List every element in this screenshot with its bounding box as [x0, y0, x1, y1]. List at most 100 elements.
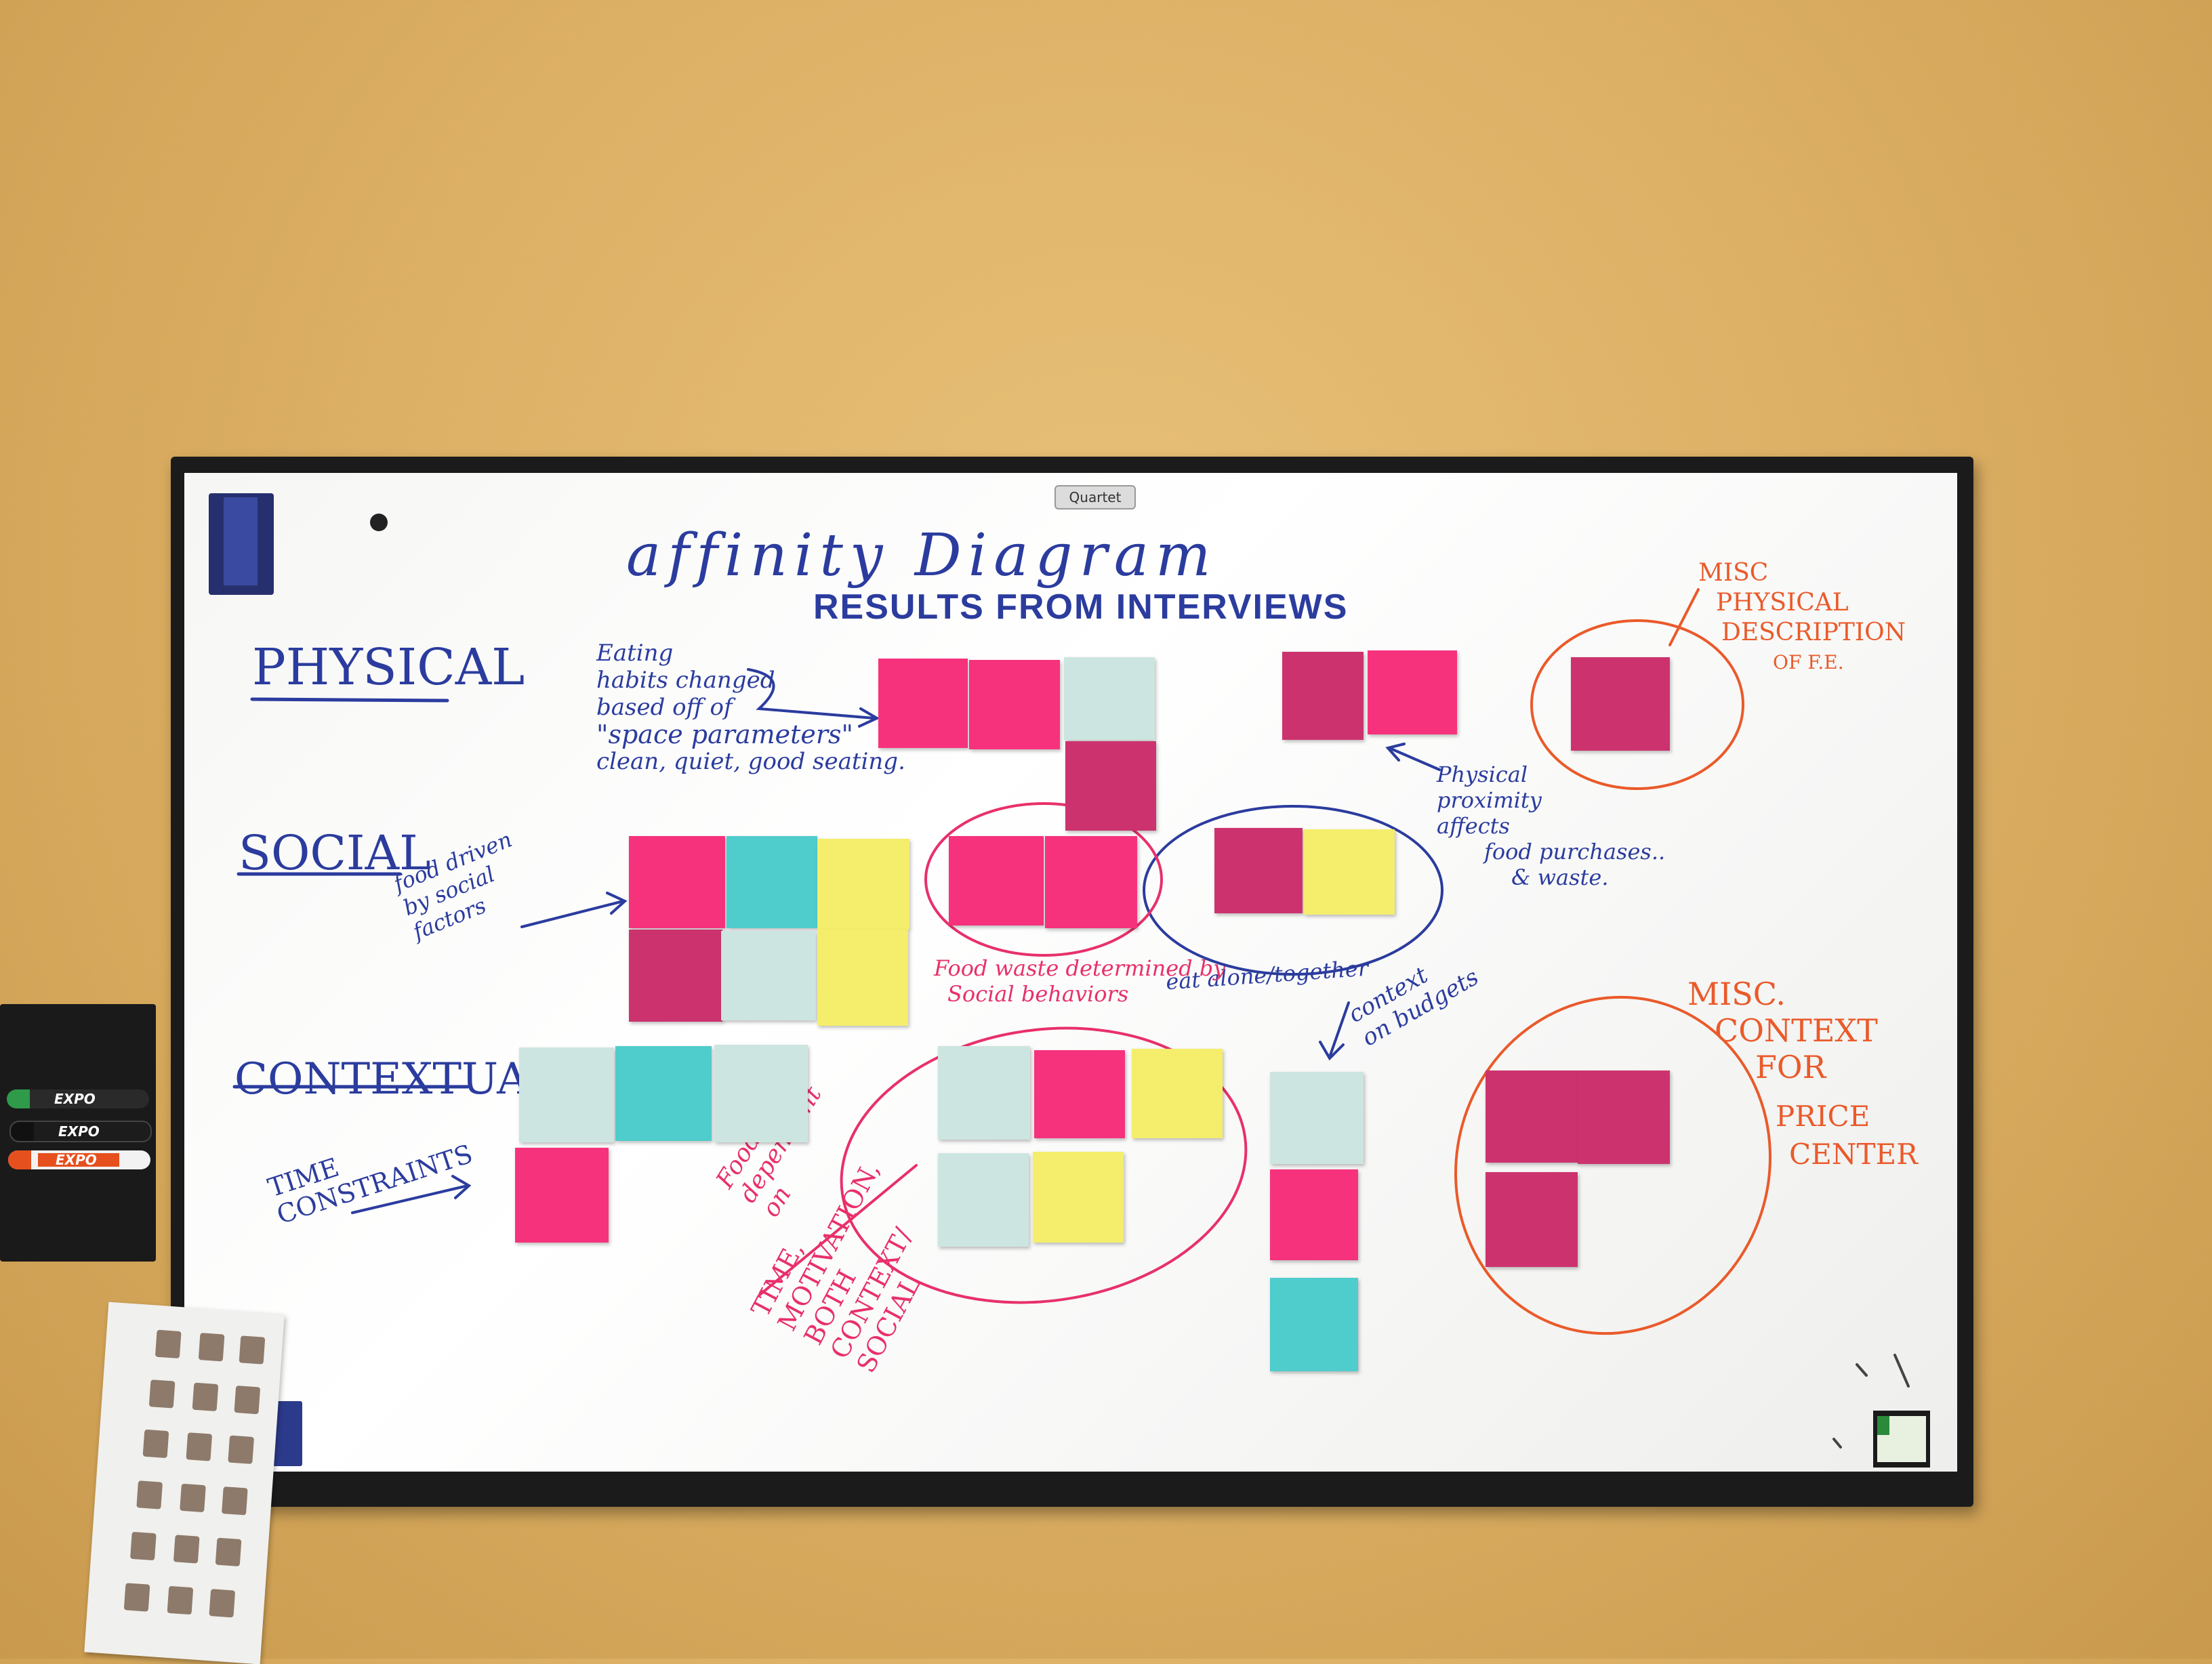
marker-green[interactable]: EXPO: [7, 1089, 149, 1108]
sticky-note[interactable]: [938, 1153, 1029, 1247]
diagram-title: affinity Diagram: [626, 522, 1218, 589]
sticky-note[interactable]: [519, 1047, 614, 1142]
annotation-line: PRICE: [1776, 1100, 1870, 1133]
sticky-note[interactable]: [1065, 741, 1156, 831]
annotation-social-waste: Food waste determined by Social behavior…: [934, 955, 1225, 1007]
sticky-note[interactable]: [1033, 1152, 1124, 1243]
annotation-line: habits changed: [596, 667, 775, 694]
sticky-note[interactable]: [1368, 650, 1457, 734]
circle-misc-context: [1454, 995, 1771, 1335]
marker-brand: EXPO: [56, 1152, 97, 1168]
arrow-proximity: [1388, 747, 1441, 771]
sticky-note[interactable]: [817, 930, 908, 1026]
sticky-note[interactable]: [1578, 1070, 1670, 1164]
sticky-note[interactable]: [1045, 836, 1137, 928]
sticky-note[interactable]: [969, 660, 1060, 749]
brand-label: Quartet: [1054, 485, 1136, 509]
sticky-note[interactable]: [515, 1148, 609, 1243]
annotation-price-center: PRICE CENTER: [1776, 1098, 1918, 1173]
marker-label: [38, 1153, 119, 1167]
sticky-note[interactable]: [1034, 1050, 1125, 1138]
sticky-note[interactable]: [938, 1046, 1030, 1140]
roster-sheet: [84, 1302, 285, 1664]
roster-photo: [186, 1432, 213, 1461]
roster-photo: [173, 1535, 200, 1564]
pink-stroke: [758, 1164, 918, 1297]
magnet-dot: [370, 514, 388, 531]
sticky-note[interactable]: [726, 836, 817, 928]
sticker-flag: [1877, 1416, 1889, 1435]
sticky-note[interactable]: [878, 659, 968, 748]
sticky-note[interactable]: [721, 931, 816, 1020]
sticky-note[interactable]: [629, 930, 722, 1022]
roster-photo: [215, 1537, 242, 1566]
row-label-physical: PHYSICAL: [252, 638, 525, 696]
sticky-note[interactable]: [949, 836, 1044, 925]
roster-photo: [180, 1483, 206, 1513]
sticky-note[interactable]: [1282, 652, 1364, 740]
sticky-note[interactable]: [1064, 657, 1155, 740]
arrow-proximity-head: [1385, 743, 1406, 762]
arrow-context-budgets: [1328, 1001, 1350, 1058]
roster-photo: [123, 1583, 150, 1612]
annotation-line: DESCRIPTION: [1721, 619, 1906, 646]
circle-eat-alone: [1143, 805, 1443, 976]
annotation-misc-context: MISC. CONTEXT FOR: [1687, 976, 1878, 1085]
roster-photo: [221, 1486, 248, 1516]
roster-photo: [192, 1382, 219, 1412]
circle-time-motivation: [840, 1026, 1248, 1304]
arrow-food-driven-head: [606, 892, 628, 915]
sticky-note[interactable]: [1214, 828, 1303, 913]
arrow-context-budgets-head: [1319, 1041, 1345, 1061]
number-one-graphic: [224, 497, 258, 585]
annotation-line: Eating: [596, 640, 674, 667]
roster-photo: [136, 1480, 163, 1510]
arrow-time-constraints: [351, 1184, 469, 1214]
sticky-note[interactable]: [1571, 657, 1670, 751]
annotation-misc-physical: MISC PHYSICAL DESCRIPTION OF F.E.: [1698, 558, 1906, 678]
marker-black[interactable]: EXPO: [9, 1121, 152, 1142]
annotation-line: MISC.: [1687, 976, 1786, 1012]
annotation-line: CENTER: [1789, 1138, 1918, 1171]
annotation-line: PHYSICAL: [1716, 589, 1849, 617]
arrow-food-driven: [520, 900, 625, 928]
marker-brand: EXPO: [58, 1123, 100, 1140]
circle-misc-physical: [1530, 619, 1744, 790]
annotation-line: clean, quiet, good seating.: [596, 748, 905, 775]
row-label-contextual: CONTEXTUAL: [234, 1054, 557, 1104]
sticky-note[interactable]: [1304, 829, 1395, 915]
roster-photo: [234, 1385, 261, 1415]
sticky-note[interactable]: [1270, 1072, 1364, 1164]
sticky-note[interactable]: [615, 1046, 712, 1141]
annotation-line: Physical: [1437, 762, 1528, 787]
sticky-note[interactable]: [714, 1045, 808, 1142]
marker-orange[interactable]: EXPO: [8, 1150, 150, 1169]
annotation-line: & waste.: [1511, 865, 1609, 890]
underline-physical: [250, 697, 449, 703]
sticky-note[interactable]: [1486, 1172, 1578, 1267]
sticky-note[interactable]: [1270, 1169, 1358, 1260]
annotation-line: affects: [1437, 813, 1510, 839]
roster-photo: [130, 1531, 157, 1561]
sticky-note[interactable]: [1486, 1070, 1578, 1163]
roster-photo: [209, 1589, 236, 1618]
annotation-physical-proximity: Physical proximity affects food purchase…: [1437, 762, 1665, 890]
annotation-line: Social behaviors: [947, 981, 1129, 1007]
sticky-note[interactable]: [817, 839, 909, 930]
diagram-subtitle: RESULTS FROM INTERVIEWS: [813, 587, 1349, 627]
marker-cap: [8, 1150, 31, 1169]
roster-photo: [142, 1429, 169, 1459]
annotation-line: FOR: [1755, 1049, 1826, 1085]
sticky-note[interactable]: [629, 836, 725, 928]
annotation-line: MISC: [1698, 559, 1769, 587]
sticky-note[interactable]: [1132, 1049, 1223, 1138]
roster-photo: [148, 1379, 176, 1409]
annotation-line: proximity: [1437, 787, 1542, 813]
arrow-time-constraints-head: [451, 1175, 472, 1199]
annotation-eating-habits: Eating habits changed based off of "spac…: [596, 640, 905, 775]
marker-cap: [7, 1089, 30, 1108]
sticky-note[interactable]: [1270, 1278, 1358, 1371]
roster-photo: [198, 1333, 225, 1362]
roster-photo: [228, 1435, 254, 1464]
annotation-line: food purchases..: [1484, 839, 1666, 865]
